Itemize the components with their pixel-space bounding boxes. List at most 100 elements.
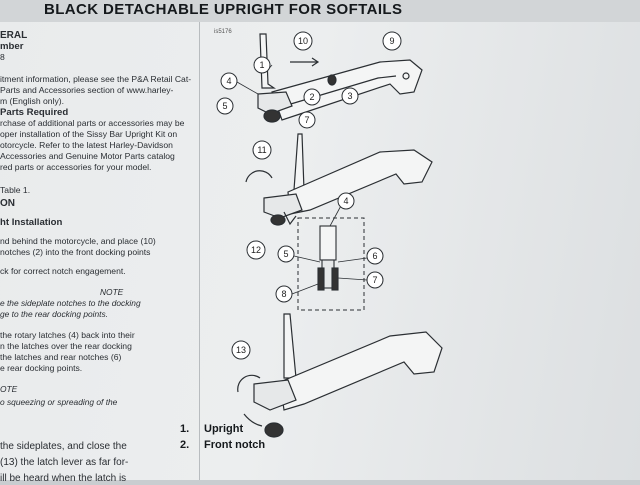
instruction-line: the rotary latches (4) back into their [0,330,135,340]
direction-arrow-10 [290,57,320,67]
legend-item-2-number: 2. [180,439,190,451]
instruction-line: ge to the rear docking points. [0,309,109,319]
instruction-line: o squeezing or spreading of the [0,397,118,407]
docking-knob-middle [270,214,286,226]
page-title: BLACK DETACHABLE UPRIGHT FOR SOFTAILS [44,1,403,18]
instruction-line: ON [0,198,15,209]
instruction-line: n the latches over the rear docking [0,341,132,351]
callout-13-label: 13 [236,345,246,355]
callout-11-label: 11 [257,145,266,155]
callout-3-label: 3 [347,91,352,101]
instruction-line: 8 [0,52,5,62]
callout-7 [298,111,316,129]
callout-detail-4-label: 4 [343,196,348,206]
instruction-line: the sideplates, and close the [0,441,127,452]
arrow-12 [283,211,297,226]
header-bar [0,0,640,22]
legend-item-1-number: 1. [180,423,190,435]
parts-legend: 1. Upright 2. Front notch [180,420,480,480]
middle-illustration [245,133,433,226]
instruction-line: itment information, please see the P&A R… [0,74,192,84]
latch-body-bottom [253,379,297,411]
latch-lever-bottom [243,413,263,427]
instruction-line: Parts and Accessories section of www.har… [0,85,174,95]
callout-10-label: 10 [298,36,308,46]
callout-detail-6-label: 6 [372,251,377,261]
callout-1 [253,56,271,74]
instruction-line: rchase of additional parts or accessorie… [0,118,185,128]
instruction-line: OTE [0,384,18,394]
callout-9 [382,31,402,51]
callout-2 [303,88,321,106]
middle-callouts: 11 12 [246,140,272,260]
callout-5-label: 5 [222,101,227,111]
docking-knob-top [263,109,281,123]
bottom-callouts: 13 [231,340,251,360]
callout-detail-8-label: 8 [281,289,286,299]
instruction-line: notches (2) into the front docking point… [0,247,151,257]
legend-item-2: 2. Front notch [180,439,265,451]
callout-2-label: 2 [309,92,314,102]
instruction-line: mber [0,41,24,52]
callout-13 [231,340,251,360]
latch-detail-upper [319,225,337,261]
callout-12-label: 12 [251,245,261,255]
sideplate-middle [287,149,433,215]
instruction-line: Table 1. [0,185,31,195]
top-callouts: 1 4 5 10 2 3 7 9 [216,31,402,129]
instruction-line: ill be heard when the latch is [0,473,127,484]
rotation-arrow-13 [237,374,261,393]
upright-tube-middle [293,133,305,191]
instruction-line: NOTE [100,287,124,297]
legend-item-1: 1. Upright [180,423,243,435]
notch-detail-left [317,267,325,291]
detail-inset: 4 5 6 7 8 [275,192,384,311]
instruction-line: ERAL [0,30,28,41]
instruction-line: oper installation of the Sissy Bar Uprig… [0,129,178,139]
rotation-arrow-11 [245,170,273,183]
instruction-line: e rear docking points. [0,363,83,373]
instruction-line: nd behind the motorcycle, and place (10) [0,236,156,246]
callout-detail-6 [366,247,384,265]
docking-point-top [327,74,337,86]
instruction-line: Accessories and Genuine Motor Parts cata… [0,151,175,161]
figure-id: is5176 [214,29,232,35]
callout-detail-5 [277,245,295,263]
instruction-line: red parts or accessories for your model. [0,162,152,172]
notch-detail-right [331,267,339,291]
legend-item-2-label: Front notch [204,439,266,451]
instruction-line: the latches and rear notches (6) [0,352,122,362]
callout-7-label: 7 [304,115,309,125]
instruction-line: ht Installation [0,217,63,228]
callout-11 [252,140,272,160]
docking-knob-bottom [264,422,284,438]
sideplate-bottom [279,331,443,411]
callout-10 [293,31,313,51]
instruction-line: (13) the latch lever as far for- [0,457,129,468]
callout-1-label: 1 [259,60,264,70]
instruction-line: otorcycle. Refer to the latest Harley-Da… [0,140,173,150]
instruction-line: ck for correct notch engagement. [0,266,126,276]
latch-body-middle [263,193,303,219]
column-divider [199,22,200,480]
callout-4-label: 4 [226,76,231,86]
installation-diagram: is5176 1 4 5 10 2 [214,29,443,438]
instruction-line: Parts Required [0,107,69,118]
callout-4 [220,72,238,90]
callout-9-label: 9 [389,36,394,46]
callout-detail-7-label: 7 [372,275,377,285]
instruction-line: e the sideplate notches to the docking [0,298,141,308]
legend-item-1-label: Upright [204,423,244,435]
sideplate-hole-top [402,72,410,80]
callout-detail-5-label: 5 [283,249,288,259]
callout-5 [216,97,234,115]
callout-3 [341,87,359,105]
callout-12 [246,240,266,260]
detail-box [297,217,365,311]
latch-body-top [257,91,293,115]
bottom-illustration [237,313,443,438]
instruction-line: m (English only). [0,96,64,106]
callout-detail-4 [337,192,355,210]
